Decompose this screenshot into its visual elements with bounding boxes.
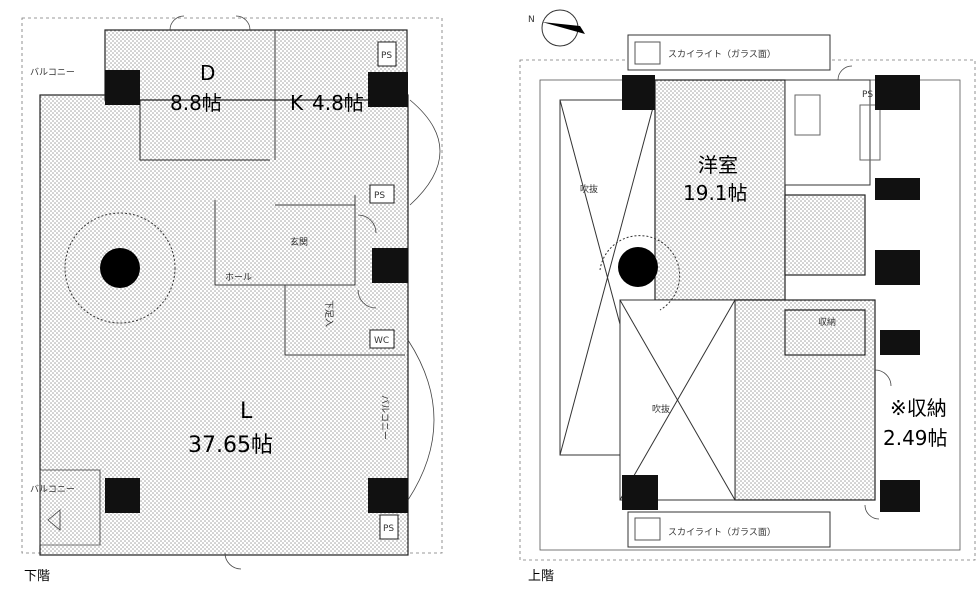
- balcony-box: [39, 469, 101, 546]
- ps-label: PS: [374, 191, 385, 201]
- curved-step-edge: [409, 99, 441, 206]
- void-label: 吹抜: [580, 183, 598, 195]
- column: [368, 72, 408, 107]
- column: [105, 70, 140, 105]
- ps-label: PS: [381, 51, 392, 61]
- wc-wall: [284, 285, 405, 356]
- closet-room: [784, 309, 866, 356]
- column: [880, 480, 920, 512]
- door-swing: [874, 369, 892, 387]
- upper-floor-plan: N 洋室 19.1帖 ※収納 2.49帖 吹抜 吹抜 収納 スカイライト（ガラス…: [519, 9, 976, 584]
- column: [368, 478, 408, 513]
- void-cross: [619, 299, 736, 501]
- spiral-stair-core: [100, 248, 140, 288]
- door-swing: [235, 15, 251, 31]
- arrow-icon: [47, 509, 61, 531]
- door-swing: [169, 15, 185, 31]
- void-label: 吹抜: [652, 403, 670, 415]
- spiral-stair-outline: [599, 235, 681, 311]
- spiral-stair-core: [618, 247, 658, 287]
- spiral-stair-outline: [64, 212, 176, 324]
- side-room: [784, 194, 866, 276]
- kitchen-name: K: [290, 91, 304, 115]
- skylight-label: スカイライト（ガラス面）: [668, 527, 776, 538]
- kitchen-area: 4.8帖: [312, 91, 364, 115]
- roof-balcony-box: [634, 517, 661, 541]
- dining-area: 8.8帖: [170, 91, 222, 115]
- storage-area: 2.49帖: [883, 426, 948, 450]
- column: [880, 330, 920, 355]
- door-swing: [864, 504, 880, 520]
- lower-floor-label: 下階: [24, 569, 50, 584]
- column: [875, 75, 920, 110]
- compass-icon: N: [528, 9, 585, 47]
- dk-area: [104, 29, 408, 101]
- balcony-label: バルコニー: [30, 484, 75, 495]
- compass-label: N: [528, 15, 535, 25]
- door-swing: [837, 65, 853, 81]
- fixture: [794, 94, 821, 136]
- door-swing: [357, 214, 377, 234]
- balcony-label: バルコニー: [379, 395, 390, 440]
- door-swing: [357, 289, 377, 309]
- wc-label: WC: [374, 336, 389, 346]
- column: [622, 75, 655, 110]
- column: [875, 178, 920, 200]
- living-area: 37.65帖: [188, 433, 273, 458]
- column: [875, 250, 920, 285]
- ps-label: PS: [383, 524, 394, 534]
- bath-area: [784, 79, 871, 186]
- lower-floor-area: [39, 94, 409, 556]
- ps-box: [377, 41, 397, 67]
- roof-balcony-box: [634, 41, 661, 65]
- closet-label: 収納: [818, 316, 836, 328]
- column: [622, 475, 658, 510]
- ps-box: [379, 514, 399, 540]
- site-boundary: [519, 59, 976, 561]
- entrance-label: 玄関: [290, 236, 308, 248]
- western-room-name: 洋室: [698, 153, 738, 177]
- living-name: L: [240, 399, 253, 424]
- upper-floor-label: 上階: [528, 569, 554, 584]
- fixture: [859, 104, 881, 161]
- curved-balcony-edge: [407, 339, 435, 501]
- void-cross: [559, 99, 656, 456]
- column: [372, 248, 408, 283]
- skylight-label: スカイライト（ガラス面）: [668, 49, 776, 60]
- column: [105, 478, 140, 513]
- door-swing: [224, 552, 242, 570]
- western-room-area: 19.1帖: [683, 181, 748, 205]
- wc-box: [369, 329, 395, 349]
- lower-floor-plan: D 8.8帖 K 4.8帖 L 37.65帖 玄関 ホール バルコニー バルコニ…: [21, 15, 443, 584]
- skylight-bottom: [627, 511, 831, 548]
- skylight-top: [627, 34, 831, 71]
- shoes-label: 下足入: [323, 300, 334, 327]
- dining-name: D: [200, 61, 215, 85]
- hall-label: ホール: [225, 272, 252, 283]
- balcony-label: バルコニー: [30, 67, 75, 78]
- ps-label: PS: [862, 90, 873, 100]
- ps-box: [369, 184, 395, 204]
- storage-name: ※収納: [890, 396, 947, 420]
